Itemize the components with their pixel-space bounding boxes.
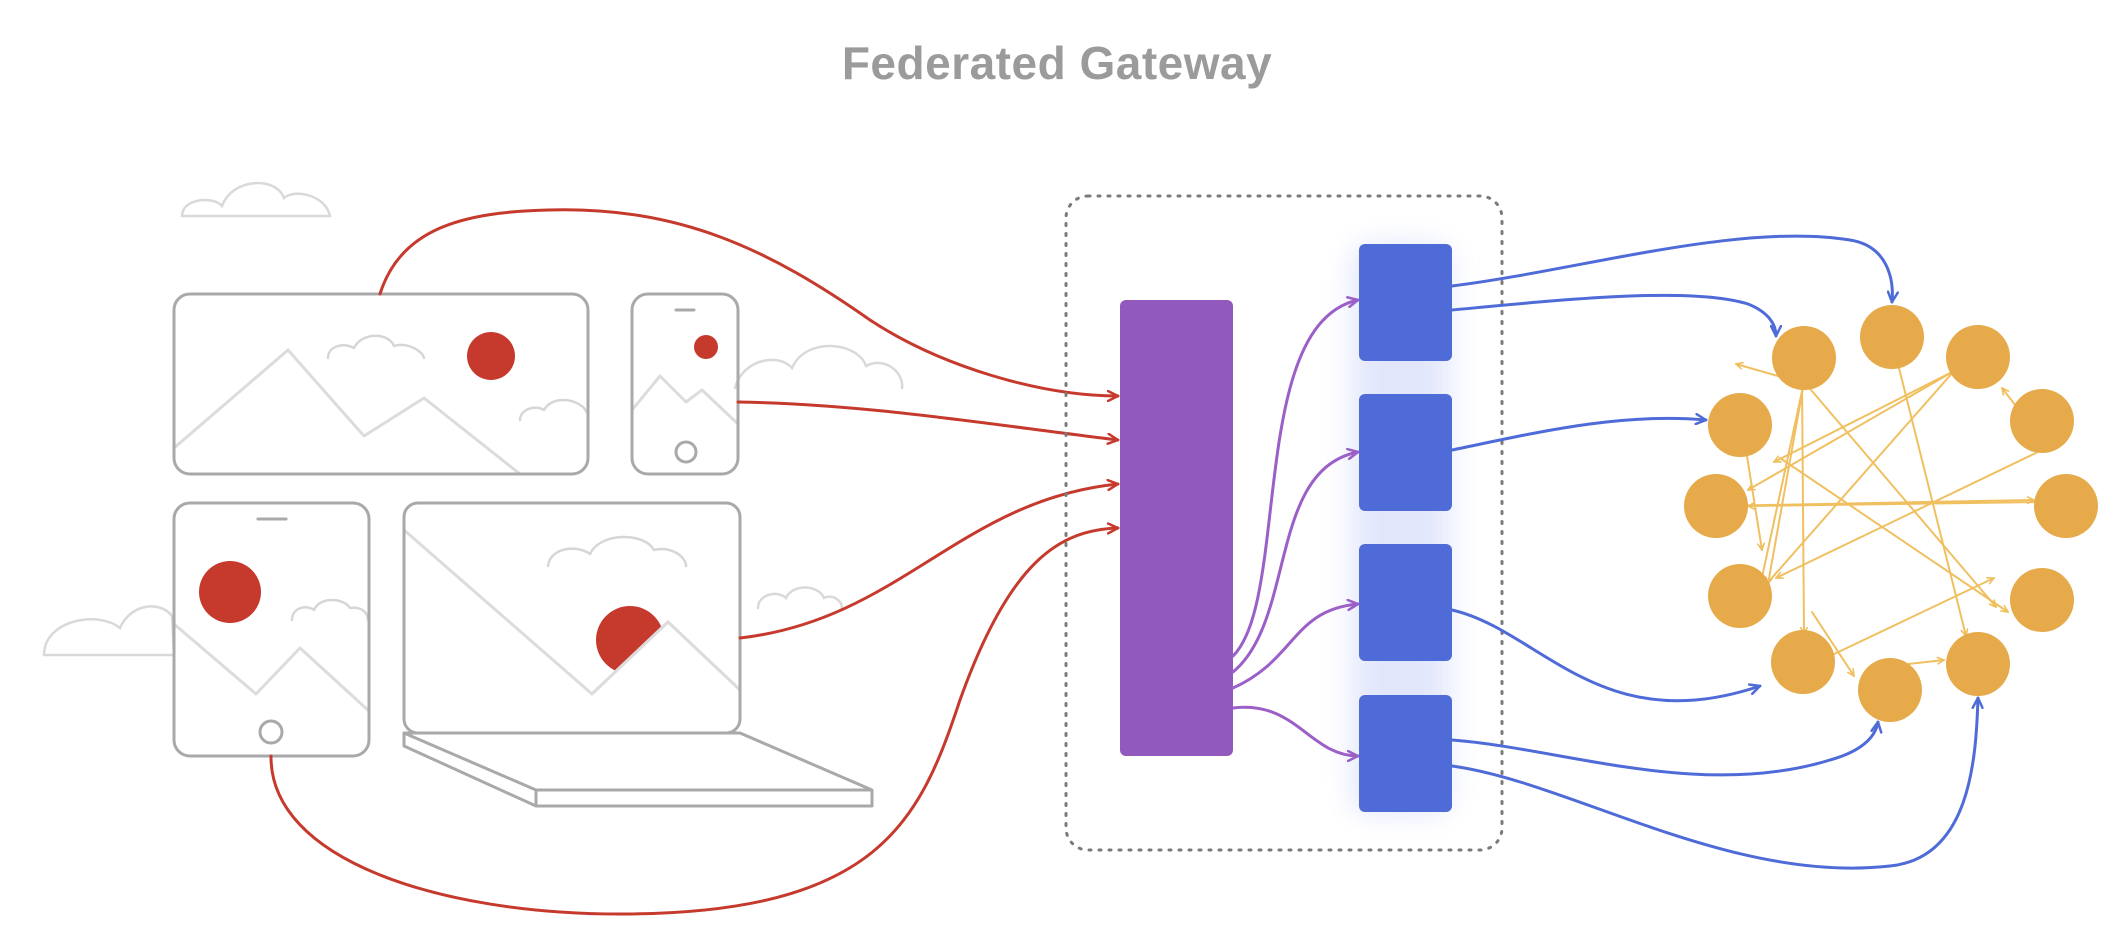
sun-icon	[694, 335, 718, 359]
cloud-icon	[180, 181, 332, 218]
tablet-connection	[269, 528, 1120, 916]
graph-node	[1946, 325, 2010, 389]
graph-node	[1858, 658, 1922, 722]
cloud-icon	[42, 605, 176, 657]
services-to-nodes	[1450, 234, 1978, 870]
tv-connection	[378, 208, 1120, 396]
graph-node	[2010, 568, 2074, 632]
graph-node	[1708, 393, 1772, 457]
sun-icon	[199, 561, 261, 623]
graph-node	[2034, 474, 2098, 538]
phone-icon	[630, 292, 740, 476]
cloud-icon	[733, 344, 904, 390]
background-clouds	[42, 181, 904, 657]
graph-node	[1772, 326, 1836, 390]
cloud-icon	[326, 334, 426, 360]
mountain-icon	[174, 348, 522, 474]
phone-connection	[736, 400, 1120, 440]
cloud-icon	[546, 535, 688, 568]
mountain-icon	[632, 374, 738, 426]
mountain-icon	[174, 622, 369, 714]
cloud-icon	[756, 586, 844, 610]
laptop-connection	[738, 484, 1120, 640]
diagram-title: Federated Gateway	[841, 37, 1273, 89]
service-blocks	[1359, 244, 1452, 812]
service-block	[1359, 244, 1452, 361]
gateway-boundary	[1064, 194, 1504, 852]
service-block	[1359, 544, 1452, 661]
graph-node	[1860, 305, 1924, 369]
tablet-icon	[172, 501, 371, 758]
graph-node	[1684, 474, 1748, 538]
device-connections	[269, 208, 1120, 916]
sun-icon	[467, 332, 515, 380]
node-mesh	[1715, 361, 2043, 677]
graph-node	[1946, 632, 2010, 696]
graph-node	[2010, 389, 2074, 453]
cloud-icon	[290, 598, 369, 622]
service-block	[1359, 695, 1452, 812]
service-block	[1359, 394, 1452, 511]
tv-screen-icon	[172, 292, 590, 476]
graph-node	[1771, 630, 1835, 694]
gateway-to-services	[1231, 300, 1360, 756]
graph-node	[1708, 564, 1772, 628]
graph-nodes	[1684, 305, 2098, 722]
cloud-icon	[518, 398, 588, 422]
laptop-icon	[402, 501, 874, 808]
gateway-block	[1120, 300, 1233, 756]
